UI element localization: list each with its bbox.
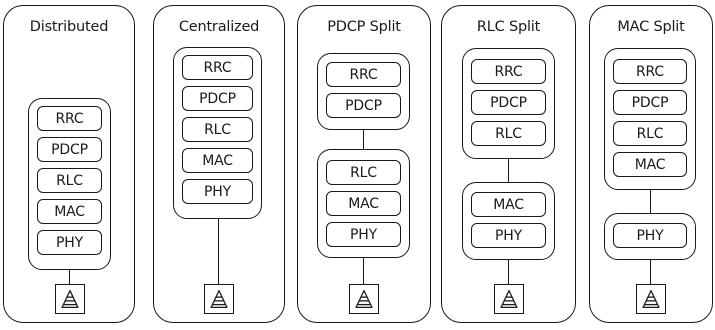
layer-rrc: RRC	[182, 55, 253, 80]
layer-stack: RRC PDCP RLC MAC PHY	[28, 98, 111, 270]
layer-rrc: RRC	[613, 59, 687, 84]
antenna-tower-icon	[642, 289, 660, 309]
layer-stack: RRC PDCP RLC MAC PHY	[173, 47, 262, 219]
antenna-box	[636, 284, 666, 314]
distributed-unit-stack: MAC PHY	[462, 182, 555, 260]
layer-pdcp: PDCP	[613, 90, 687, 115]
layer-mac: MAC	[37, 199, 102, 224]
layer-pdcp: PDCP	[471, 90, 546, 115]
distributed-unit-stack: RLC MAC PHY	[317, 149, 410, 258]
panel-centralized: Centralized RRC PDCP RLC MAC PHY	[153, 5, 285, 323]
central-unit-stack: RRC PDCP RLC MAC	[604, 48, 696, 190]
central-unit-stack: RRC PDCP	[317, 53, 410, 130]
panel-pdcp-split: PDCP Split RRC PDCP RLC MAC PHY	[297, 5, 431, 323]
panel-title: Centralized	[178, 19, 260, 35]
layer-rrc: RRC	[37, 106, 102, 131]
layer-phy: PHY	[37, 230, 102, 255]
panel-rlc-split: RLC Split RRC PDCP RLC MAC PHY	[441, 5, 576, 323]
layer-mac: MAC	[182, 148, 253, 173]
layer-rlc: RLC	[613, 121, 687, 146]
layer-rrc: RRC	[326, 62, 401, 87]
antenna-box	[494, 284, 524, 314]
connector-line	[69, 269, 70, 284]
connector-line	[508, 158, 509, 182]
layer-rlc: RLC	[37, 168, 102, 193]
panel-title: RLC Split	[476, 19, 541, 35]
panel-distributed: Distributed RRC PDCP RLC MAC PHY	[3, 5, 135, 323]
layer-phy: PHY	[182, 179, 253, 204]
antenna-box	[204, 284, 234, 314]
connector-line	[363, 129, 364, 149]
antenna-tower-icon	[61, 289, 79, 309]
connector-line	[218, 218, 219, 284]
layer-rrc: RRC	[471, 59, 546, 84]
layer-pdcp: PDCP	[182, 86, 253, 111]
layer-pdcp: PDCP	[37, 137, 102, 162]
layer-phy: PHY	[471, 223, 546, 248]
distributed-unit-stack: PHY	[604, 213, 696, 260]
layer-rlc: RLC	[471, 121, 546, 146]
layer-phy: PHY	[613, 223, 687, 248]
layer-mac: MAC	[613, 152, 687, 177]
panel-mac-split: MAC Split RRC PDCP RLC MAC PHY	[589, 5, 713, 323]
antenna-box	[55, 284, 85, 314]
panel-title: PDCP Split	[327, 19, 401, 35]
layer-rlc: RLC	[182, 117, 253, 142]
central-unit-stack: RRC PDCP RLC	[462, 48, 555, 159]
layer-rlc: RLC	[326, 160, 401, 185]
connector-line	[508, 259, 509, 284]
layer-mac: MAC	[326, 191, 401, 216]
layer-mac: MAC	[471, 192, 546, 217]
connector-line	[650, 259, 651, 284]
panel-title: MAC Split	[617, 19, 685, 35]
connector-line	[363, 257, 364, 284]
antenna-tower-icon	[500, 289, 518, 309]
antenna-tower-icon	[355, 289, 373, 309]
layer-pdcp: PDCP	[326, 93, 401, 118]
antenna-box	[349, 284, 379, 314]
connector-line	[650, 189, 651, 213]
layer-phy: PHY	[326, 222, 401, 247]
panel-title: Distributed	[29, 19, 109, 35]
antenna-tower-icon	[210, 289, 228, 309]
